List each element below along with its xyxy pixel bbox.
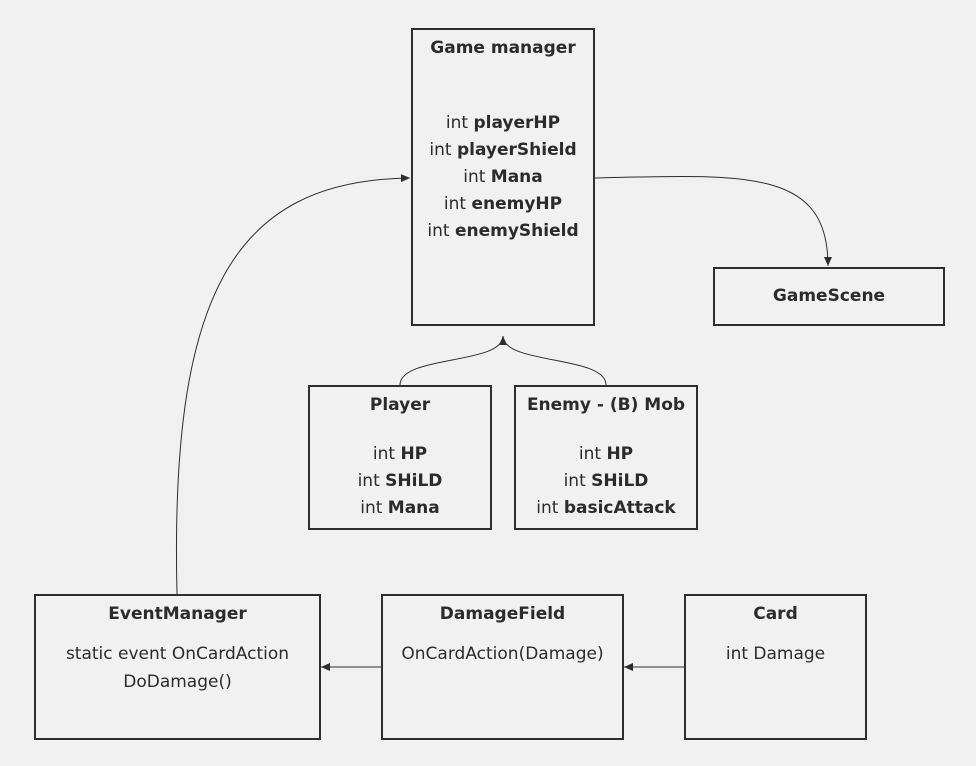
damage-field-box[interactable]: DamageField OnCardAction(Damage): [381, 594, 624, 740]
card-title: Card: [753, 604, 798, 624]
game-scene-title: GameScene: [772, 286, 886, 306]
player-title: Player: [369, 395, 431, 415]
event-manager-title: EventManager: [108, 604, 247, 624]
field-basicattack: int basicAttack: [536, 498, 676, 518]
field-playershield: int playerShield: [429, 140, 577, 160]
field-playerhp: int playerHP: [445, 113, 561, 133]
member-oncardaction-event: static event OnCardAction: [65, 644, 290, 664]
field-shild: int SHiLD: [563, 471, 649, 491]
card-box[interactable]: Card int Damage: [684, 594, 867, 740]
card-members: int Damage: [686, 640, 865, 668]
player-fields: int HP int SHiLD int Mana: [310, 441, 490, 522]
field-hp: int HP: [372, 444, 428, 464]
enemy-fields: int HP int SHiLD int basicAttack: [516, 441, 696, 522]
field-mana: int Mana: [360, 498, 440, 518]
enemy-title: Enemy - (B) Mob: [526, 395, 686, 415]
connector-gamemanager-to-gamescene: [594, 175, 832, 267]
player-box[interactable]: Player int HP int SHiLD int Mana: [308, 385, 492, 530]
member-oncardaction-handler: OnCardAction(Damage): [401, 644, 604, 664]
member-dodamage-method: DoDamage(): [123, 672, 232, 692]
game-manager-title: Game manager: [430, 38, 576, 58]
field-hp: int HP: [578, 444, 634, 464]
game-manager-fields: int playerHP int playerShield int Mana i…: [413, 110, 593, 245]
member-damage: int Damage: [725, 644, 826, 664]
connector-enemy-to-gamemanager: [502, 335, 607, 386]
field-enemyshield: int enemyShield: [427, 221, 579, 241]
field-mana: int Mana: [463, 167, 543, 187]
enemy-box[interactable]: Enemy - (B) Mob int HP int SHiLD int bas…: [514, 385, 698, 530]
damage-field-members: OnCardAction(Damage): [383, 640, 622, 668]
game-scene-box[interactable]: GameScene: [713, 267, 945, 326]
game-manager-box[interactable]: Game manager int playerHP int playerShie…: [411, 28, 595, 326]
field-enemyhp: int enemyHP: [443, 194, 563, 214]
field-shild: int SHiLD: [357, 471, 443, 491]
event-manager-box[interactable]: EventManager static event OnCardAction D…: [34, 594, 321, 740]
connector-player-to-gamemanager: [399, 335, 507, 386]
damage-field-title: DamageField: [439, 604, 566, 624]
connector-eventmanager-to-gamemanager: [175, 174, 411, 595]
event-manager-members: static event OnCardAction DoDamage(): [36, 640, 319, 696]
